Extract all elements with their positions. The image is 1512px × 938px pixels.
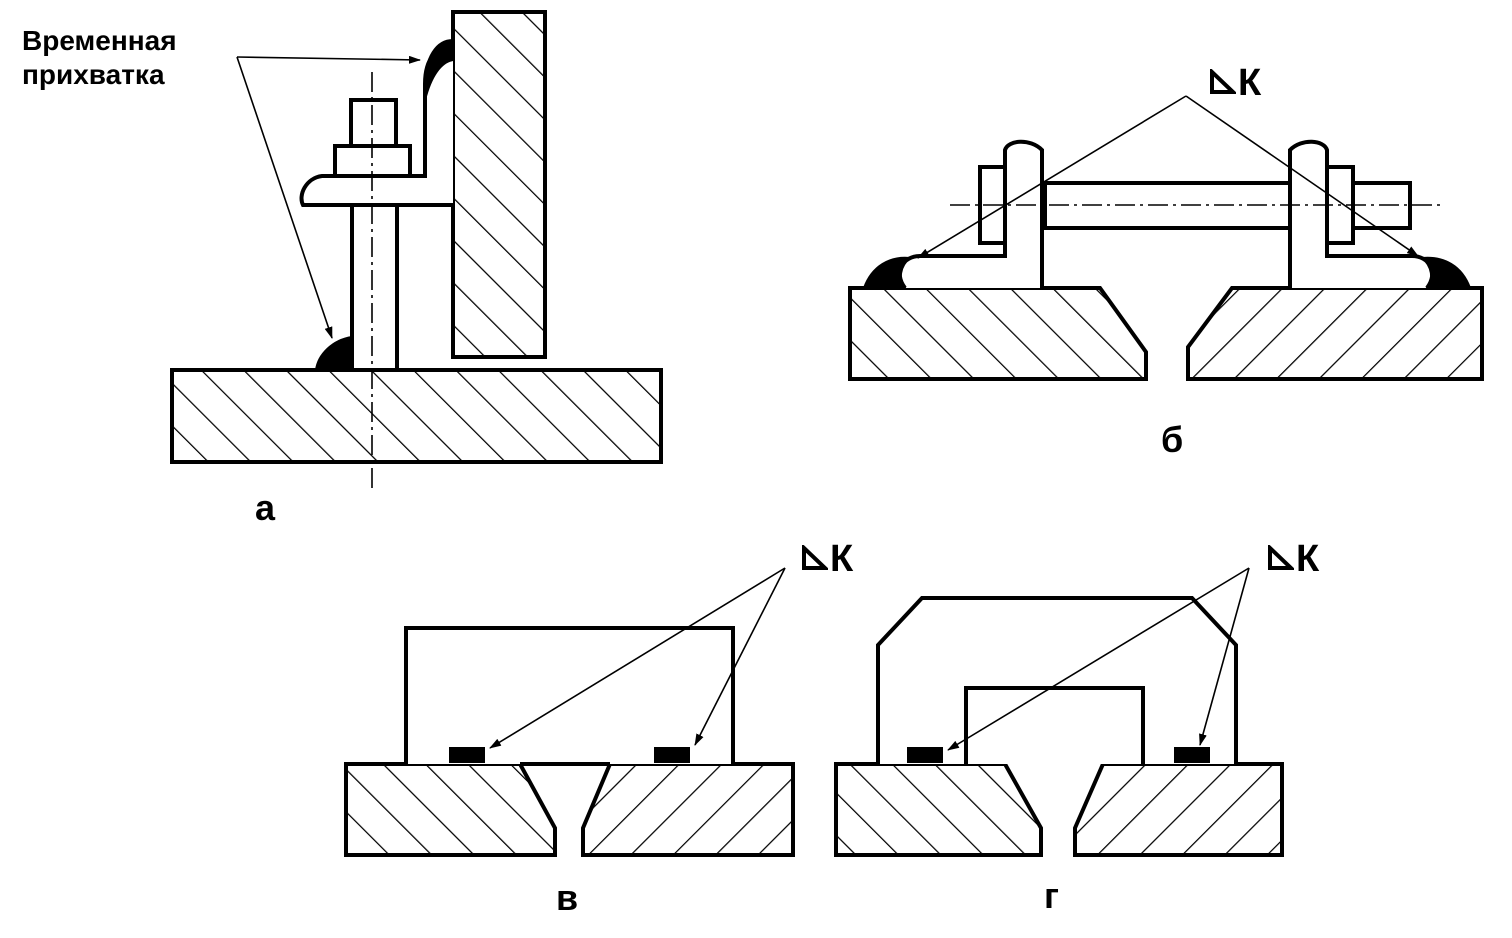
weld-left-b [862,256,913,289]
leader-left-g [947,567,1250,751]
base-left-v [344,762,557,857]
tack-weld-lower [314,335,353,371]
weld-symbol-v: К [802,540,853,578]
leader-left-b [917,95,1187,259]
nut-a [349,98,398,148]
bridge-v [404,626,735,764]
leader-lower [236,56,333,339]
weld-right-b [1419,256,1472,289]
panel-g-label: г [1044,875,1059,916]
leader-upper [236,55,421,64]
fillet-weld-icon [802,545,828,570]
panel-a [170,10,663,492]
weld-leg-g: К [1296,538,1320,580]
weld-left-g [907,747,943,763]
temporary-tack-label: Временная прихватка [22,24,177,92]
bridge-inner-g [964,686,1145,764]
base-right-g [1073,762,1284,857]
weld-leg-v: К [830,538,854,580]
temporary-tack-line2: прихватка [22,59,165,90]
leader-right-v [694,567,786,746]
leader-right-b [1185,95,1419,257]
panel-a-label: а [255,487,276,528]
leader-right-g [1199,567,1250,746]
weld-right-v [654,747,690,763]
fillet-weld-icon [1268,545,1294,570]
panel-v [344,567,795,857]
panel-v-label: в [556,877,579,918]
weld-left-v [449,747,485,763]
weld-right-g [1174,747,1210,763]
weld-symbol-b: К [1210,64,1261,102]
bolt-shank-a [350,203,399,372]
fillet-weld-icon [1210,69,1236,94]
weld-leg-b: К [1238,62,1262,104]
panel-b-label: б [1161,419,1184,460]
panel-g [834,567,1284,857]
base-left-g [834,762,1043,857]
base-left-b [848,286,1148,381]
weld-symbol-g: К [1268,540,1319,578]
base-plate-a [170,368,663,464]
temporary-tack-line1: Временная [22,25,177,56]
base-right-b [1186,286,1484,381]
vertical-plate-a [451,10,547,359]
panel-b [848,95,1484,381]
base-right-v [581,762,795,857]
leader-left-v [489,567,786,749]
bracket-left-b [897,139,1044,290]
tack-weld-upper [424,38,454,101]
